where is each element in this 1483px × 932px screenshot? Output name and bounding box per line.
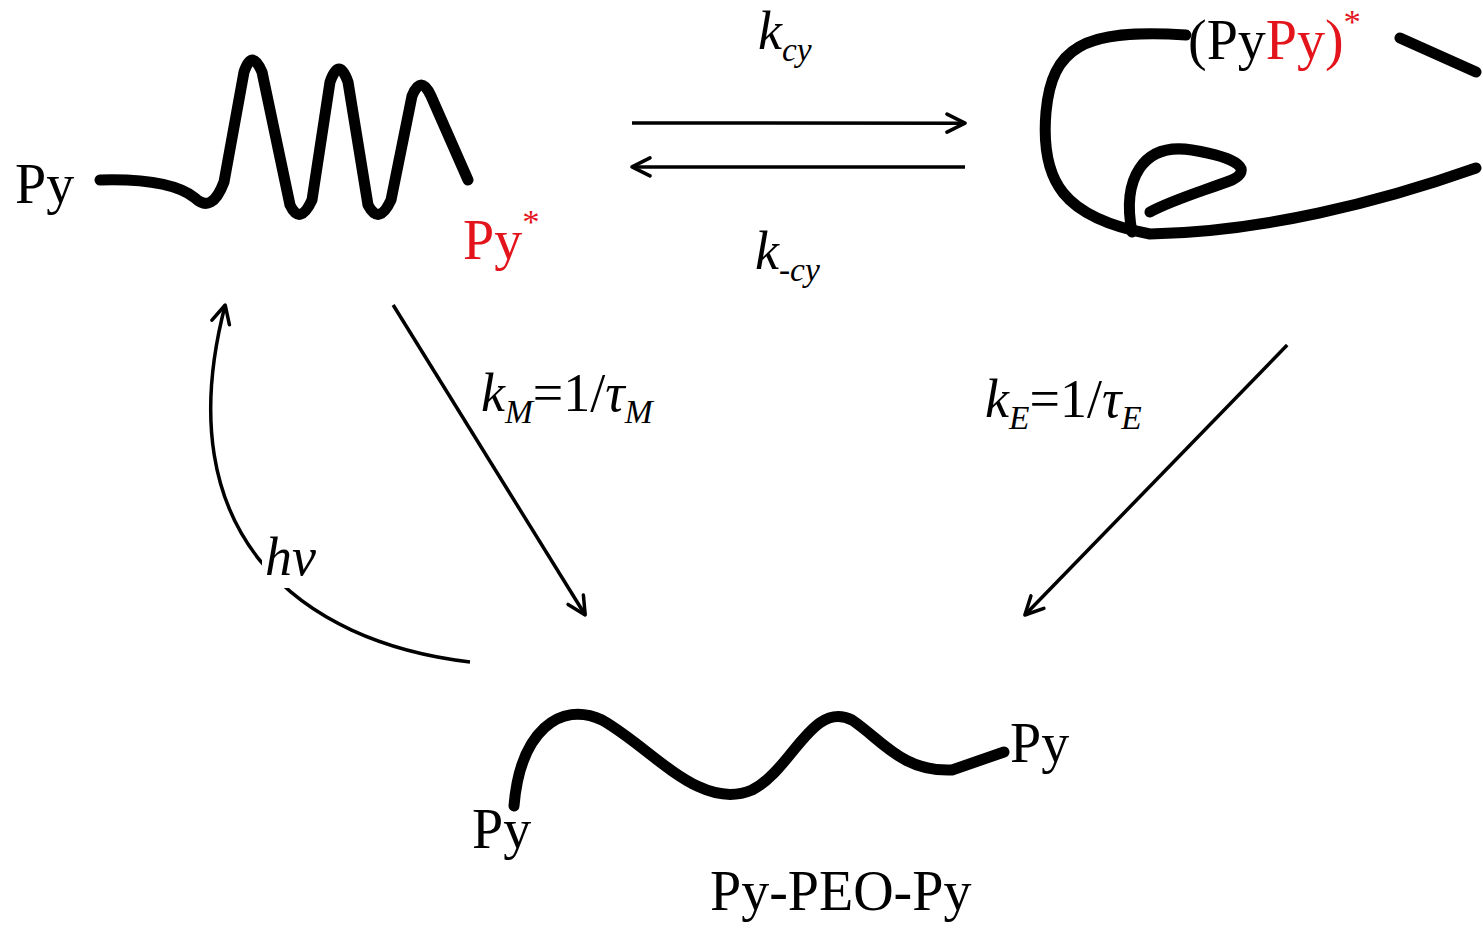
rate-constant: kcy [755, 0, 815, 69]
species-label: (PyPy)* [1188, 2, 1361, 72]
polymer-chain [100, 60, 468, 214]
rate-constant: hv [262, 526, 319, 588]
rate-arrow [632, 121, 965, 125]
rate-arrow [632, 165, 965, 169]
species-label: Py* [463, 202, 540, 272]
rate-arrow [211, 305, 470, 662]
rate-arrow [393, 305, 585, 615]
polymer-inner-loop [1130, 149, 1242, 232]
rate-constant: kM=1/τM [478, 362, 656, 431]
ground-state: PyPyPy-PEO-Py [470, 615, 1110, 932]
excimer-state: (PyPy)* [965, 0, 1483, 345]
rate-constant: kE=1/τE [982, 368, 1145, 437]
rate-constant: k-cy [752, 220, 823, 289]
species-label: Py [472, 797, 531, 861]
polymer-chain [514, 714, 1004, 806]
species-label: Py [15, 152, 74, 216]
species-label: Py-PEO-Py [710, 859, 971, 923]
excited-monomer-state: PyPy* [10, 40, 632, 305]
polymer-tail [1400, 38, 1476, 72]
species-label: Py [1010, 711, 1069, 775]
